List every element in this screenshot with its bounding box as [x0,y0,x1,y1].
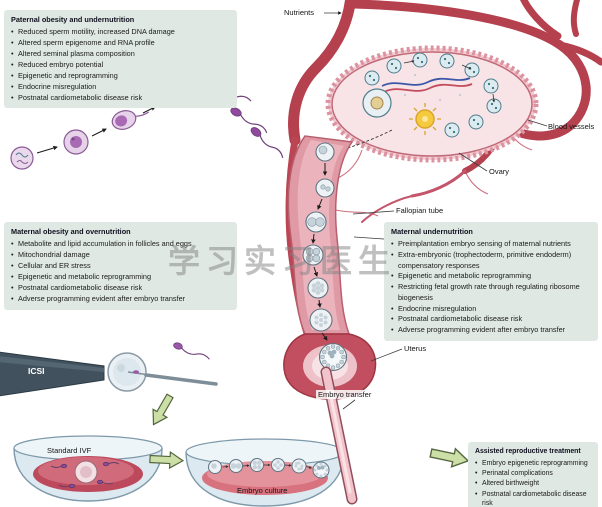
bullet-item: Mitochondrial damage [11,250,230,261]
ovulation-arrow [337,129,393,153]
embryo-culture-dish [185,438,345,507]
label-uterus: Uterus [404,344,427,353]
label-fallopian-tube: Fallopian tube [396,206,444,215]
spermatid [111,110,150,130]
bullet-item: Preimplantation embryo sensing of matern… [391,239,591,250]
ovary-blue-vessel [381,77,471,87]
maternal-undernutrition-box-title: Maternal undernutrition [391,227,473,236]
bullet-item: Reduced embryo potential [11,60,230,71]
follicles [364,52,502,138]
paternal-box: Paternal obesity and undernutrition Redu… [4,10,237,109]
bullet-item: Embryo epigenetic reprogramming [475,459,591,469]
fallopian-tube-illustration [287,135,354,335]
standard-ivf-dish [13,435,163,502]
bullet-item: Epigenetic and metabolic reprogramming [11,272,230,283]
label-embryo-transfer: Embryo transfer [316,390,374,399]
label-pointer-lines [324,11,548,410]
bullet-item: Cellular and ER stress [11,261,230,272]
art-box-list: Embryo epigenetic reprogramming Perinata… [475,459,591,507]
label-standard-ivf: Standard IVF [47,446,92,455]
label-icsi: ICSI [28,366,45,376]
embryo-development-stages [302,142,348,372]
corpus-luteum [409,103,441,135]
maternal-overnutrition-box-title: Maternal obesity and overnutrition [11,227,131,236]
art-box: Assisted reproductive treatment Embryo e… [468,442,598,507]
bullet-item: Adverse programming evident after embryo… [391,325,591,336]
spermatocyte [63,129,89,155]
art-box-title: Assisted reproductive treatment [475,448,581,455]
two-cell-embryo [305,211,327,233]
label-ovary: Ovary [489,167,510,176]
bullet-item: Postnatal cardiometabolic disease risk [11,283,230,294]
zygote [315,178,335,198]
mature-follicle [362,88,392,118]
bullet-item: Epigenetic and metabolic reprogramming [391,271,591,282]
paternal-box-title: Paternal obesity and undernutrition [11,15,135,24]
eight-cell-embryo [307,277,329,299]
ivf-sperm [50,461,120,489]
maternal-undernutrition-box-list: Preimplantation embryo sensing of matern… [391,239,591,336]
maternal-overnutrition-box: Maternal obesity and overnutrition Metab… [4,222,237,310]
spermatogonium [10,146,34,170]
bullet-item: Endocrine misregulation [11,82,230,93]
bullet-item: Adverse programming evident after embryo… [11,294,230,305]
bullet-item: Reduced sperm motility, increased DNA da… [11,27,230,38]
label-embryo-culture: Embryo culture [237,486,288,495]
bullet-item: Metabolite and lipid accumulation in fol… [11,239,230,250]
bullet-item: Restricting fetal growth rate through re… [391,282,591,303]
bullet-item: Epigenetic and reprogramming [11,71,230,82]
mature-sperm [250,127,284,159]
maternal-overnutrition-box-list: Metabolite and lipid accumulation in fol… [11,239,230,304]
bullet-item: Altered sperm epigenome and RNA profile [11,38,230,49]
label-nutrients: Nutrients [284,8,315,17]
ovary-illustration [325,45,539,163]
free-sperm [173,342,210,360]
ovary-dots [404,74,461,101]
bullet-item: Postnatal cardiometabolic disease risk [391,314,591,325]
culture-blastocyst [312,461,330,479]
paternal-box-list: Reduced sperm motility, increased DNA da… [11,27,230,103]
bullet-item: Altered birthweight [475,479,591,489]
icsi-illustration [0,342,218,397]
culture-embryo-row [208,458,330,479]
maternal-undernutrition-box: Maternal undernutrition Preimplantation … [384,222,598,342]
bullet-item: Altered seminal plasma composition [11,49,230,60]
bullet-item: Postnatal cardiometabolic disease risk [475,490,591,507]
bullet-item: Extra-embryonic (trophectoderm, primitiv… [391,250,591,271]
bullet-item: Perinatal complications [475,469,591,479]
mature-sperm [230,107,268,134]
icsi-to-ivf-arrow [145,391,178,430]
egg-cell [315,142,335,162]
ovary-cycle-arrows [403,60,496,103]
label-blood-vessels: Blood vessels [548,122,595,131]
ovary-red-vessel [383,83,473,93]
morula [309,308,333,332]
blastocyst [318,342,348,372]
bullet-item: Postnatal cardiometabolic disease risk [11,93,230,104]
sperm-in-needle [133,370,139,374]
bullet-item: Endocrine misregulation [391,304,591,315]
four-cell-embryo [302,244,324,266]
art-outcome-arrow [428,443,471,471]
stage-arrows [311,163,328,341]
